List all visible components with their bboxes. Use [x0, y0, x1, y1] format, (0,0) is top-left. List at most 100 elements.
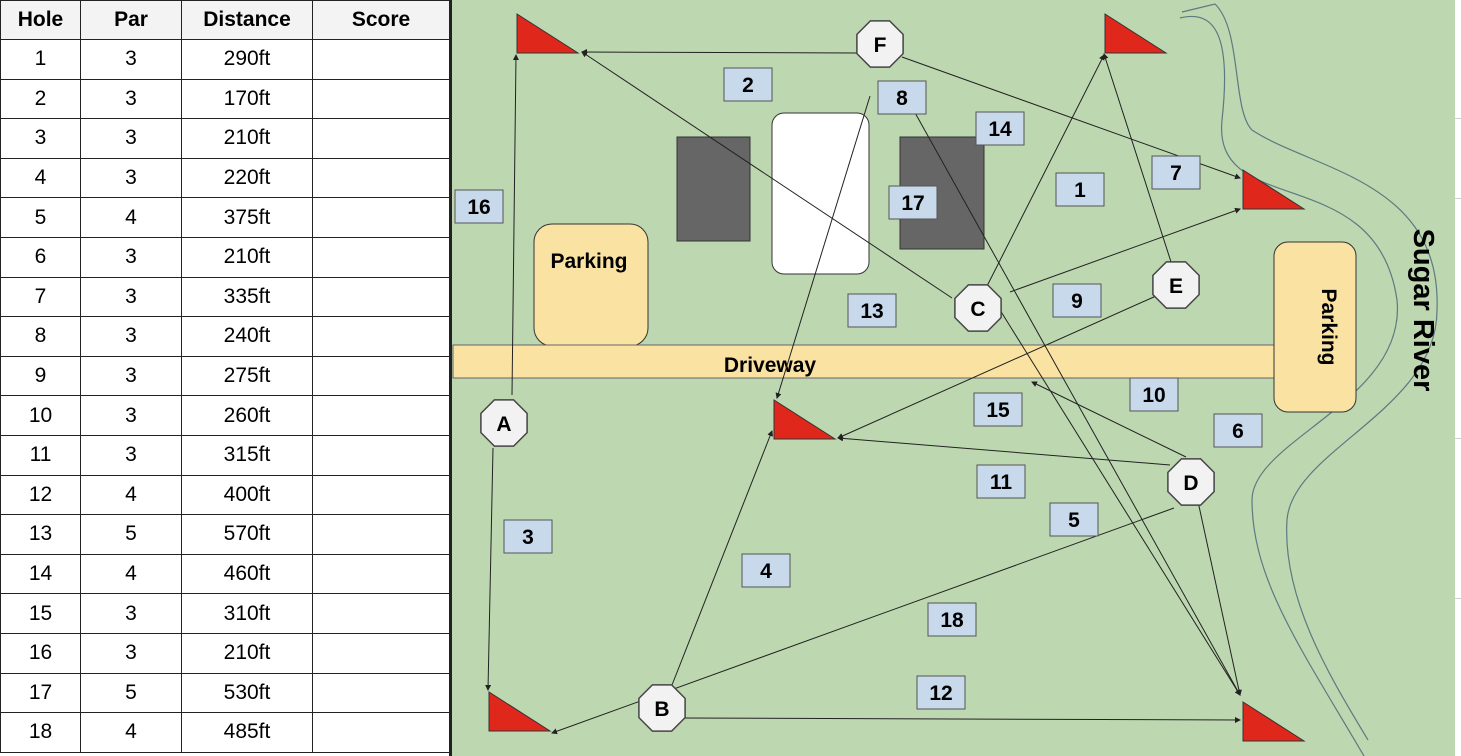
- fairway-line: [837, 295, 1157, 439]
- hole-cell: 6: [0, 236, 81, 278]
- score-cell[interactable]: [312, 514, 450, 555]
- score-cell[interactable]: [312, 632, 450, 674]
- tee-label: E: [1169, 275, 1183, 298]
- building-left: [676, 136, 751, 242]
- river-bank-left: [1179, 15, 1398, 756]
- hole-label: 8: [896, 87, 908, 110]
- distance-cell: 240ft: [181, 316, 313, 357]
- score-cell[interactable]: [312, 78, 450, 120]
- parking-lot-left: [533, 223, 649, 347]
- distance-cell: 210ft: [181, 118, 313, 159]
- hole-label-box: [723, 67, 773, 102]
- score-cell[interactable]: [312, 157, 450, 199]
- distance-cell: 275ft: [181, 355, 313, 397]
- distance-cell: 260ft: [181, 395, 313, 436]
- fairway-line: [671, 430, 773, 686]
- fairway-line: [485, 447, 494, 691]
- sheet-gridline: [1453, 118, 1461, 119]
- par-cell: 4: [80, 474, 182, 516]
- tee-pad-icon: [856, 20, 904, 68]
- header-par: Par: [80, 0, 182, 40]
- hole-label: 18: [940, 609, 964, 632]
- driveway: [452, 344, 1276, 379]
- hole-label: 16: [467, 196, 490, 219]
- fairway-lines: [485, 49, 1242, 735]
- course-map: Parking Driveway Parking Sugar River ABC…: [452, 0, 1455, 756]
- par-cell: 3: [80, 78, 182, 120]
- tee-pad-icon: [480, 399, 528, 447]
- distance-cell: 460ft: [181, 553, 313, 595]
- tee-pad-icon: [638, 684, 686, 732]
- score-cell[interactable]: [312, 593, 450, 634]
- par-cell: 4: [80, 712, 182, 753]
- score-cell[interactable]: [312, 434, 450, 476]
- fairway-line: [984, 54, 1105, 291]
- fairway-line: [1102, 53, 1173, 266]
- hole-cell: 12: [0, 474, 81, 516]
- par-cell: 3: [80, 276, 182, 318]
- hole-label: 13: [860, 300, 883, 323]
- hole-cell: 10: [0, 395, 81, 436]
- hole-label: 6: [1232, 420, 1244, 443]
- score-cell[interactable]: [312, 712, 450, 753]
- score-cell[interactable]: [312, 316, 450, 357]
- distance-cell: 170ft: [181, 78, 313, 120]
- score-cell[interactable]: [312, 553, 450, 595]
- hole-cell: 16: [0, 632, 81, 674]
- distance-cell: 210ft: [181, 236, 313, 278]
- hole-cell: 13: [0, 514, 81, 555]
- hole-label: 12: [929, 682, 952, 705]
- driveway-label: Driveway: [724, 354, 817, 377]
- score-cell[interactable]: [312, 395, 450, 436]
- sheet-gridline: [1453, 438, 1461, 439]
- par-cell: 4: [80, 197, 182, 238]
- hole-label: 10: [1142, 384, 1165, 407]
- parking-label-right: Parking: [1317, 288, 1340, 365]
- hole-label-box: [503, 519, 553, 554]
- hole-label-box: [454, 189, 504, 224]
- distance-cell: 375ft: [181, 197, 313, 238]
- hole-cell: 2: [0, 78, 81, 120]
- distance-cell: 315ft: [181, 434, 313, 476]
- tee-pad-icon: [1152, 261, 1200, 309]
- hole-label: 4: [760, 560, 772, 583]
- score-cell[interactable]: [312, 355, 450, 397]
- building-center: [771, 112, 870, 275]
- flags: [488, 13, 1306, 742]
- fairway-line: [1031, 381, 1187, 458]
- parking-lot-right: [1273, 241, 1357, 413]
- score-cell[interactable]: [312, 118, 450, 159]
- fairway-line: [581, 51, 953, 299]
- header-distance: Distance: [181, 0, 313, 40]
- header-hole: Hole: [0, 0, 81, 40]
- scorecard-header-row: Hole Par Distance Score: [0, 0, 450, 40]
- distance-cell: 335ft: [181, 276, 313, 318]
- score-cell[interactable]: [312, 474, 450, 516]
- fairway-line: [994, 301, 1241, 696]
- hole-label-box: [1151, 155, 1201, 190]
- score-cell[interactable]: [312, 39, 450, 80]
- score-cell[interactable]: [312, 197, 450, 238]
- parking-label-left: Parking: [550, 250, 627, 273]
- fairway-line: [511, 54, 519, 396]
- fairway-line: [1009, 207, 1241, 293]
- hole-label: 9: [1071, 290, 1083, 313]
- par-cell: 3: [80, 355, 182, 397]
- hole-cell: 8: [0, 316, 81, 357]
- hole-label-box: [847, 293, 897, 328]
- score-cell[interactable]: [312, 672, 450, 714]
- score-cell[interactable]: [312, 276, 450, 318]
- distance-cell: 485ft: [181, 712, 313, 753]
- score-cell[interactable]: [312, 236, 450, 278]
- par-cell: 3: [80, 632, 182, 674]
